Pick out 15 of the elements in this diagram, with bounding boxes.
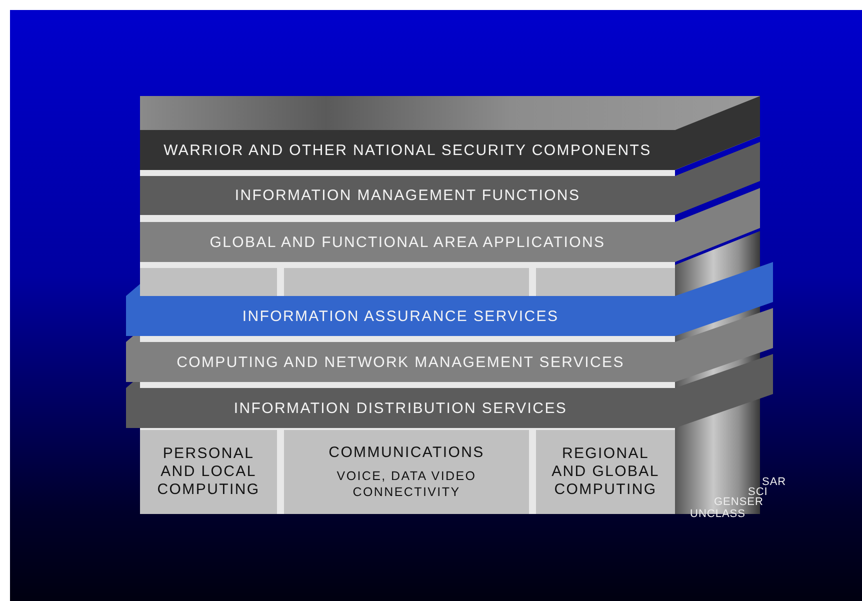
band-label: COMPUTING AND NETWORK MANAGEMENT SERVICES — [176, 354, 624, 370]
classification-label: SCI — [748, 486, 768, 498]
component-block — [284, 430, 529, 514]
component-block — [536, 430, 675, 514]
component-block — [140, 430, 277, 514]
block-title: COMMUNICATIONS — [328, 444, 484, 462]
band-label: WARRIOR AND OTHER NATIONAL SECURITY COMPONENTS — [164, 142, 652, 158]
block-title: REGIONAL AND GLOBAL COMPUTING — [550, 445, 660, 499]
band-label: INFORMATION MANAGEMENT FUNCTIONS — [234, 187, 580, 204]
band-label: INFORMATION DISTRIBUTION SERVICES — [234, 400, 568, 416]
classification-label: SAR — [762, 476, 786, 488]
band-label: INFORMATION ASSURANCE SERVICES — [242, 308, 559, 324]
block-title: PERSONAL AND LOCAL COMPUTING — [157, 445, 260, 499]
band-label: GLOBAL AND FUNCTIONAL AREA APPLICATIONS — [210, 234, 606, 250]
block-subtitle: VOICE, DATA VIDEO CONNECTIVITY — [336, 468, 478, 500]
